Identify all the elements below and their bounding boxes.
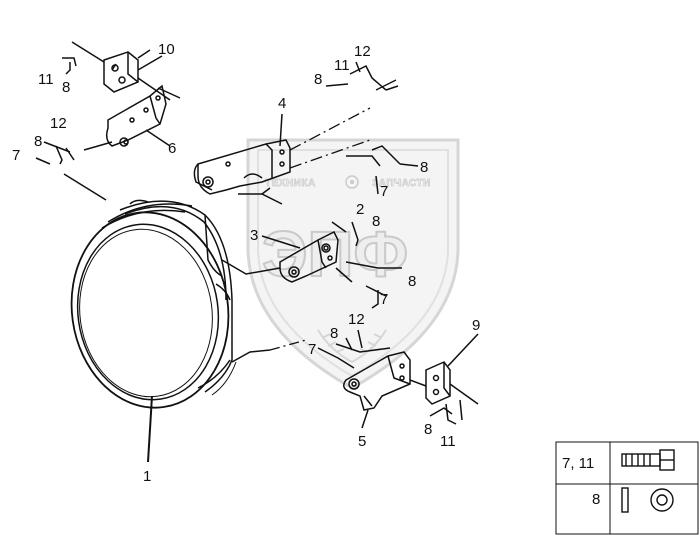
bracket-9 bbox=[425, 361, 451, 405]
bracket-5 bbox=[343, 351, 411, 411]
callout-8-d: 8 bbox=[420, 159, 428, 176]
callout-12-a: 12 bbox=[50, 115, 67, 132]
callout-11-a: 11 bbox=[38, 71, 54, 88]
fastener-set-5 bbox=[231, 329, 391, 369]
callout-11-b: 11 bbox=[334, 57, 350, 74]
bracket-6 bbox=[105, 84, 167, 147]
fastener-set-2 bbox=[221, 221, 402, 309]
callout-9: 9 bbox=[472, 317, 480, 334]
callout-5: 5 bbox=[358, 433, 366, 450]
callout-8-f: 8 bbox=[408, 273, 416, 290]
callout-4: 4 bbox=[278, 95, 286, 112]
fastener-legend: 7, 11 8 bbox=[555, 441, 699, 535]
watermark-logo: ЭПФ bbox=[262, 218, 408, 290]
callout-12-c: 12 bbox=[348, 311, 365, 328]
fastener-set-6 bbox=[35, 141, 113, 201]
bracket-2 bbox=[279, 230, 339, 283]
fastener-set-4-right bbox=[238, 145, 419, 205]
callout-7-a: 7 bbox=[12, 147, 20, 164]
callout-8-e: 8 bbox=[372, 213, 380, 230]
callout-8-a: 8 bbox=[62, 79, 70, 96]
legend-row2-label: 8 bbox=[592, 491, 600, 508]
callout-6: 6 bbox=[168, 140, 176, 157]
watermark-ears bbox=[317, 329, 387, 363]
callout-8-c: 8 bbox=[314, 71, 322, 88]
callout-3: 3 bbox=[250, 227, 258, 244]
callout-11-c: 11 bbox=[440, 433, 456, 450]
axis-lines bbox=[269, 79, 397, 351]
callout-8-h: 8 bbox=[424, 421, 432, 438]
watermark-right-text: ЗАПЧАСТИ bbox=[372, 178, 431, 189]
callout-2: 2 bbox=[356, 201, 364, 218]
legend-row1-label: 7, 11 bbox=[562, 455, 594, 472]
callout-1: 1 bbox=[143, 468, 151, 485]
callout-7-d: 7 bbox=[308, 341, 316, 358]
watermark-left-text: ТЕХНИКА bbox=[265, 178, 316, 189]
gear-icon bbox=[345, 175, 359, 189]
callout-7-c: 7 bbox=[380, 291, 388, 308]
callout-12-b: 12 bbox=[354, 43, 371, 60]
bolt-icon bbox=[621, 449, 675, 471]
callout-7-b: 7 bbox=[380, 183, 388, 200]
callout-8-g: 8 bbox=[330, 325, 338, 342]
fastener-set-4-top bbox=[325, 61, 399, 91]
callout-10: 10 bbox=[158, 41, 175, 58]
leader-1 bbox=[147, 395, 153, 463]
callout-8-b: 8 bbox=[34, 133, 42, 150]
fastener-set-9 bbox=[409, 379, 479, 425]
washer-icon bbox=[621, 487, 674, 513]
bracket-10 bbox=[103, 51, 139, 93]
bracket-4 bbox=[197, 139, 291, 195]
shroud-ring bbox=[70, 163, 237, 409]
